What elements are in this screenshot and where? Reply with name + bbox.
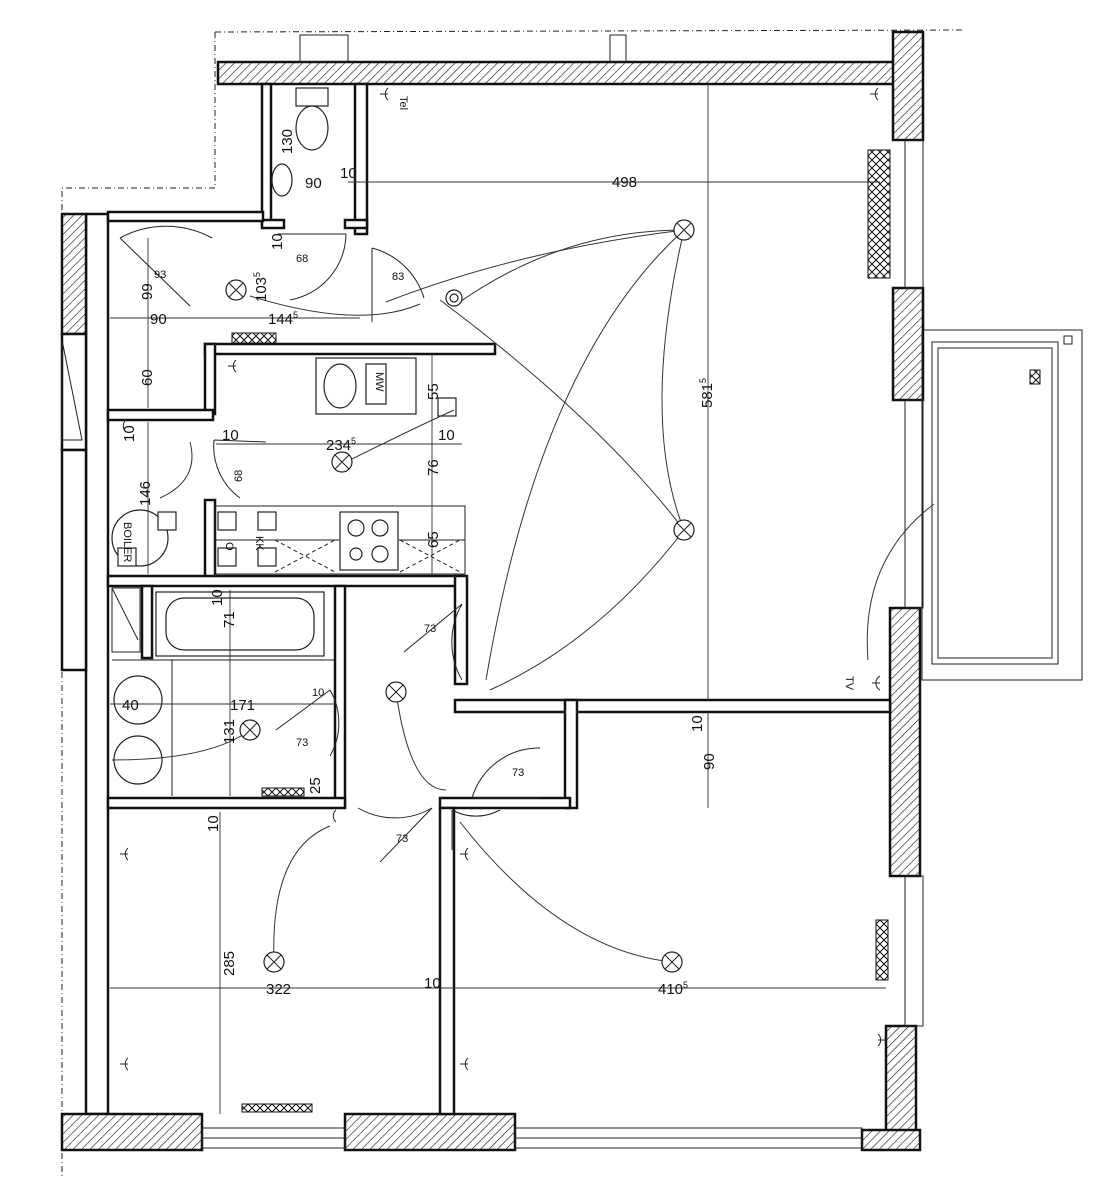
dim-kitchen-width: 2345 xyxy=(326,436,356,454)
dim-bath-lower-height: 131 xyxy=(221,719,238,744)
dim-bath-wall: 10 xyxy=(209,589,226,606)
dishwasher-label: MW xyxy=(373,372,385,392)
ceiling-light-icon xyxy=(385,681,407,703)
ceiling-light-icon xyxy=(263,951,285,973)
dim-living-height: 5815 xyxy=(698,378,716,408)
dim-bedroom2-width: 4105 xyxy=(658,980,688,998)
dim-bath-door-73: 73 xyxy=(296,737,308,749)
fridge-label: KK xyxy=(253,536,265,551)
dim-hall-top-height: 99 xyxy=(139,283,156,300)
dim-wc-wall: 10 xyxy=(340,165,357,182)
dim-bedroom1-wall: 10 xyxy=(205,815,222,832)
smoke-detector-icon xyxy=(445,289,463,307)
dim-hall-left-height: 60 xyxy=(139,369,156,386)
dim-living-wall-bottom: 10 xyxy=(689,715,706,732)
dim-bedroom1-width: 322 xyxy=(266,981,291,998)
dim-wc-height: 130 xyxy=(279,129,296,154)
dim-kitchen-wall-right: 10 xyxy=(438,427,455,444)
dim-door-83: 83 xyxy=(392,271,404,283)
dim-bath-washer: 40 xyxy=(122,697,139,714)
electrical-wiring xyxy=(111,229,935,963)
dim-kitchen-depth: 76 xyxy=(425,459,442,476)
dim-bath-side-25: 25 xyxy=(307,777,324,794)
balcony xyxy=(921,329,1083,681)
tel-label: Tel xyxy=(397,96,409,110)
dim-bedroom-door-73: 73 xyxy=(396,833,408,845)
dim-bedroom-divider: 10 xyxy=(424,975,441,992)
dim-hall-door-73: 73 xyxy=(424,623,436,635)
doors xyxy=(119,225,541,863)
boiler-label: BOILER xyxy=(121,522,133,562)
dim-wc-door-height: 1035 xyxy=(252,272,270,302)
exterior-walls xyxy=(60,30,925,1152)
ceiling-light-icon xyxy=(673,219,695,241)
dim-hall-top-left: 90 xyxy=(150,311,167,328)
dimension-labels: 498 5815 90 10 130 10 68 1035 83 93 90 1… xyxy=(121,96,855,998)
dim-wc-width: 90 xyxy=(305,175,322,192)
dim-bedroom1-height: 285 xyxy=(221,951,238,976)
dim-corridor-door-73: 73 xyxy=(512,767,524,779)
dim-door-68-boiler: 68 xyxy=(233,470,245,482)
dim-kitchen-counter-top: 55 xyxy=(425,383,442,400)
property-lines xyxy=(61,29,966,1178)
heaters xyxy=(231,149,891,1113)
dim-hall-top-right: 1445 xyxy=(268,310,298,328)
dim-living-width: 498 xyxy=(612,174,637,191)
dim-bath-side-10: 10 xyxy=(312,687,324,699)
dim-door-68-wc: 68 xyxy=(296,253,308,265)
ceiling-light-icon xyxy=(661,951,683,973)
dim-kitchen-wall-left: 10 xyxy=(222,427,239,444)
tv-label: TV xyxy=(843,676,855,691)
interior-walls xyxy=(60,82,892,1116)
ceiling-light-icon xyxy=(239,719,261,741)
dim-boiler-wall: 10 xyxy=(121,425,138,442)
ceiling-light-icon xyxy=(673,519,695,541)
fixtures xyxy=(61,87,466,796)
dim-hall-door-93: 93 xyxy=(154,269,166,281)
sockets xyxy=(120,87,886,1071)
ceiling-light-icon xyxy=(331,451,353,473)
dimension-lines xyxy=(110,84,886,1114)
dim-boiler-height: 146 xyxy=(137,481,154,506)
dim-bath-height: 71 xyxy=(221,611,238,628)
light-fixtures xyxy=(225,219,695,973)
ceiling-light-icon xyxy=(225,279,247,301)
dim-bath-width: 171 xyxy=(230,697,255,714)
dim-wc-sub-wall: 10 xyxy=(269,233,286,250)
dim-living-lower-height: 90 xyxy=(701,753,718,770)
oven-label: O xyxy=(223,542,235,551)
dim-kitchen-counter-bottom: 65 xyxy=(425,531,442,548)
